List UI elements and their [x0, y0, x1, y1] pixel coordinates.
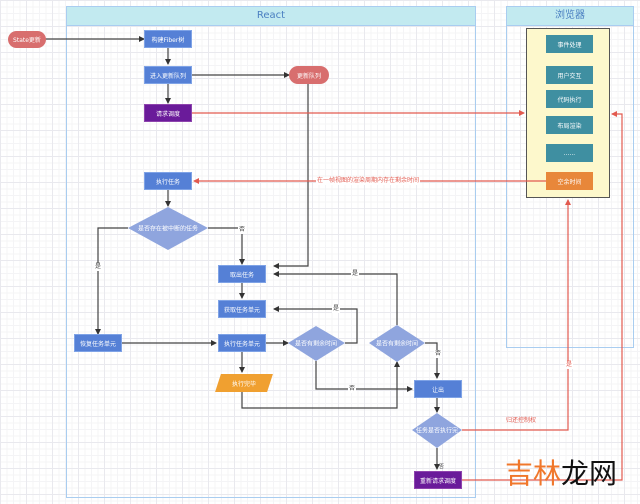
edge-rerequest-to-browser: [462, 111, 623, 481]
edge-queue-to-take: [273, 84, 309, 269]
yes-finished-label: 是: [565, 361, 574, 369]
edge-time1-no: [315, 361, 413, 392]
browser-item-event-handling[interactable]: 事件处理: [546, 35, 593, 53]
state-update-node[interactable]: State更新: [8, 31, 46, 48]
react-lane: React: [66, 6, 476, 498]
browser-item-user-interaction[interactable]: 用户交互: [546, 66, 593, 84]
decision-has-time-1: [288, 326, 345, 361]
edge-time2-yes: [273, 271, 398, 325]
watermark-part2: 龙网: [561, 457, 618, 490]
decision-has-interrupted: [128, 207, 208, 250]
browser-item-code-execution[interactable]: 代码执行: [546, 90, 593, 108]
yes-time-1-label: 是: [332, 305, 341, 313]
task-finished-label: 任务是否执行完: [415, 427, 459, 435]
no-interrupt-label: 否: [238, 226, 247, 234]
browser-lane: 浏览器: [506, 6, 634, 348]
get-task-unit-node[interactable]: 获取任务单元: [218, 300, 266, 318]
yes-interrupt-label: 是: [94, 263, 103, 271]
edge-done-to-time2: [241, 361, 400, 409]
decision-has-time-2: [369, 325, 425, 362]
react-lane-title: React: [67, 7, 475, 26]
browser-lane-title: 浏览器: [507, 7, 633, 26]
return-control-label: 归还控制权: [506, 417, 537, 424]
browser-item-ellipsis[interactable]: ......: [546, 144, 593, 162]
no-time-1-label: 否: [348, 385, 357, 393]
decision-task-finished: [412, 413, 462, 448]
watermark: 吉林龙网: [505, 452, 617, 492]
no-time-2-label: 否: [434, 350, 443, 358]
idle-time-edge-label: 在一帧视图的渲染周期内存在剩余时间: [316, 177, 421, 185]
edge-decision-yes: [95, 227, 128, 335]
take-task-node[interactable]: 取出任务: [218, 265, 266, 283]
has-interrupted-label: 是否存在被中断的任务: [137, 225, 199, 233]
execute-task-unit-node[interactable]: 执行任务单元: [218, 334, 266, 352]
execute-task-node[interactable]: 执行任务: [144, 172, 192, 190]
yes-time-2-label: 是: [351, 270, 360, 278]
edge-time1-yes: [273, 306, 358, 344]
watermark-part1: 吉林: [505, 457, 562, 490]
enter-queue-node[interactable]: 进入更新队列: [144, 66, 192, 84]
no-finished-label: 否: [439, 464, 445, 470]
edge-time2-no: [425, 342, 440, 379]
has-time-2-label: 是否有剩余时间: [375, 340, 419, 348]
yield-node[interactable]: 让出: [414, 380, 462, 398]
update-queue-node[interactable]: 更新队列: [289, 66, 329, 84]
has-time-1-label: 是否有剩余时间: [294, 340, 338, 348]
build-fiber-node[interactable]: 构建Fiber树: [144, 30, 192, 48]
execute-done-node: 执行完毕: [231, 380, 256, 388]
re-request-schedule-node[interactable]: 重新请求调度: [414, 471, 462, 489]
browser-item-idle-time[interactable]: 空余时间: [546, 172, 593, 190]
edge-finished-return-control: [462, 199, 571, 431]
request-schedule-node[interactable]: 请求调度: [144, 104, 192, 122]
edge-decision-no: [208, 227, 245, 265]
browser-item-layout-render[interactable]: 布局渲染: [546, 116, 593, 134]
restore-task-unit-node[interactable]: 恢复任务单元: [74, 334, 122, 352]
browser-frame-panel: [526, 28, 610, 198]
